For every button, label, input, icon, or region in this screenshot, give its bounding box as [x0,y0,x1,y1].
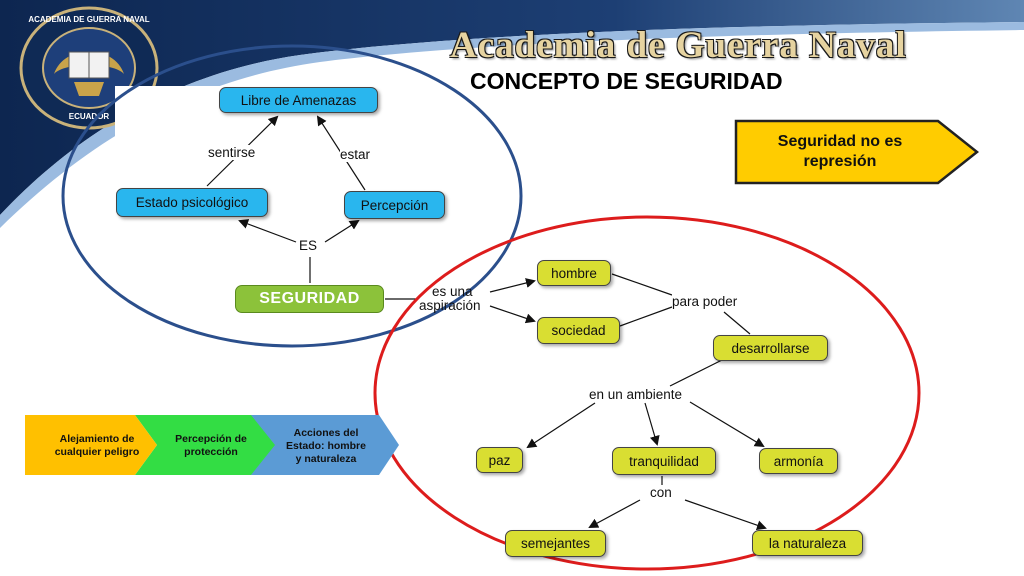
chevron-step-2: Percepción de protección [158,417,264,475]
callout-arrow-shape [734,119,980,185]
logo-ring-text-bottom: ECUADOR [69,112,110,121]
link-label-es: ES [299,238,318,253]
node-sociedad: sociedad [537,317,620,344]
node-estado-psicologico: Estado psicológico [116,188,268,217]
chevron-step-3-line-2: Estado: hombre [286,439,366,452]
page-title: Academia de Guerra Naval [450,25,907,66]
node-libre-de-amenazas: Libre de Amenazas [219,87,378,113]
chevron-step-2-line-1: Percepción de [175,433,247,445]
node-semejantes: semejantes [505,530,606,557]
node-percepcion: Percepción [344,191,445,219]
page-subtitle: CONCEPTO DE SEGURIDAD [470,68,783,94]
blue-circle-outline [61,44,523,348]
red-circle-outline [373,215,921,571]
link-label-aspiracion-1: es una [432,284,473,299]
callout-line-2: represión [803,153,877,170]
chevron-step-1-line-1: Alejamiento de [59,433,135,445]
link-label-con: con [650,485,672,500]
node-desarrollarse: desarrollarse [713,335,828,361]
node-tranquilidad: tranquilidad [612,447,716,475]
callout-line-1: Seguridad no es [777,133,903,150]
link-label-en-un-ambiente: en un ambiente [589,387,683,402]
chevron-step-1-line-2: cualquier peligro [54,446,140,458]
chevron-step-3-line-3: y naturaleza [295,452,357,465]
logo-ring-text-top: ACADEMIA DE GUERRA NAVAL [28,15,149,24]
chevron-step-3-line-1: Acciones del [293,426,359,439]
chevron-step-1: Alejamiento de cualquier peligro [27,417,167,475]
link-label-para-poder: para poder [672,294,738,309]
node-paz: paz [476,447,523,473]
process-chevrons [25,415,399,475]
node-seguridad: SEGURIDAD [235,285,384,313]
link-label-estar: estar [340,147,371,162]
chevron-step-2-line-2: protección [184,446,238,458]
node-hombre: hombre [537,260,611,286]
callout-text: Seguridad no es represión [740,124,940,180]
chevron-step-3: Acciones del Estado: hombre y naturaleza [268,417,384,475]
link-label-aspiracion-2: aspiración [419,298,481,313]
node-armonia: armonía [759,448,838,474]
node-la-naturaleza: la naturaleza [752,530,863,556]
link-label-sentirse: sentirse [208,145,256,160]
